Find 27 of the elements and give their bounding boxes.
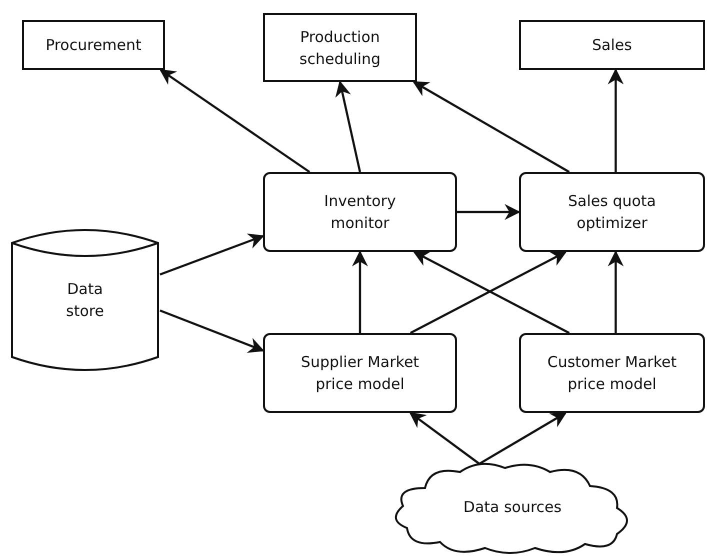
node-label: Supplier Market price model [300, 352, 420, 395]
arrow [159, 69, 310, 173]
arrow [409, 412, 480, 465]
arrow [478, 412, 567, 465]
process-box [519, 172, 705, 252]
node-label: Customer Market price model [546, 352, 678, 395]
process-box [263, 333, 457, 413]
process-box [263, 172, 457, 252]
node-label: Inventory monitor [323, 191, 397, 234]
node-label: Procurement [46, 35, 142, 56]
arrow [608, 68, 624, 172]
arrow [335, 80, 362, 172]
node-label: Production scheduling [298, 26, 382, 70]
arrow [608, 250, 624, 333]
arrow [160, 234, 264, 276]
process-box [519, 333, 705, 413]
process-box [263, 13, 417, 82]
arrow [457, 204, 521, 220]
arrow [160, 309, 264, 353]
process-box [519, 20, 705, 70]
node-label: Data sources [463, 496, 562, 518]
node-label: Sales [592, 35, 632, 56]
arrow [352, 250, 368, 333]
arrow [412, 81, 570, 173]
node-label: Data store [65, 279, 105, 322]
process-box [22, 20, 165, 70]
node-label: Sales quota optimizer [567, 191, 657, 234]
